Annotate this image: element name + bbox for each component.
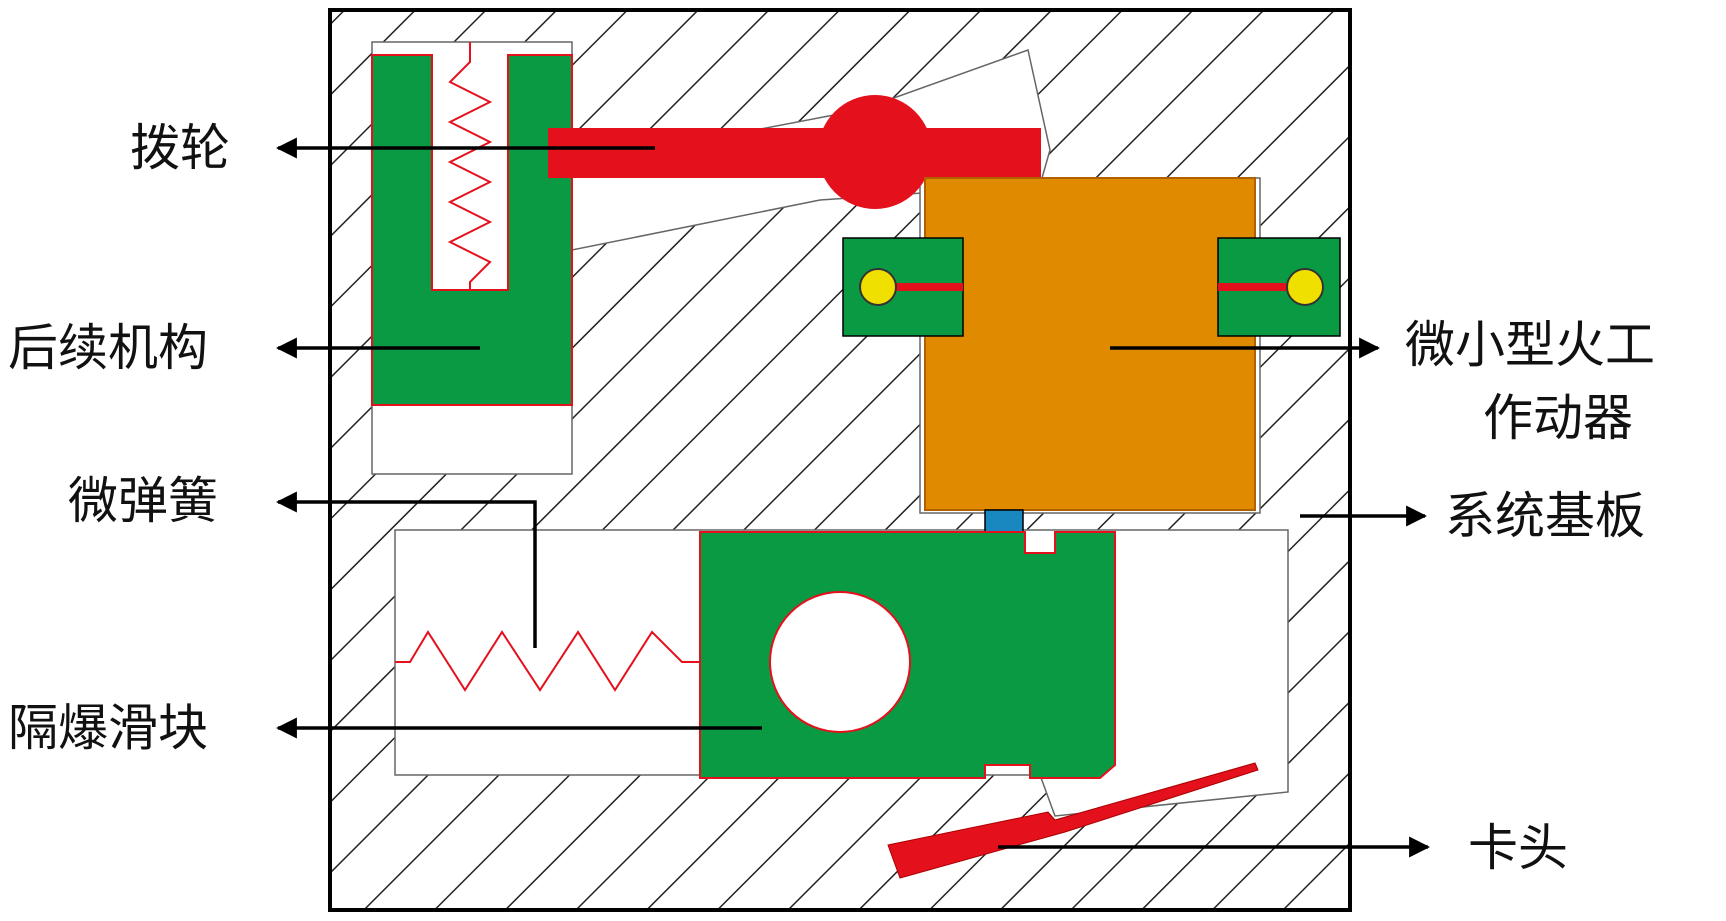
isolation-slider xyxy=(699,531,1116,779)
subsequent-mechanism-body xyxy=(371,54,573,406)
label-dial-wheel: 拨轮 xyxy=(130,119,230,177)
label-base-plate: 系统基板 xyxy=(1445,487,1645,545)
label-actuator-line1: 微小型火工 xyxy=(1405,316,1655,374)
micro-spring xyxy=(395,630,700,692)
inner-spring xyxy=(447,42,493,290)
label-micro-spring: 微弹簧 xyxy=(68,472,218,530)
labels: 拨轮 后续机构 微弹簧 隔爆滑块 微小型火工 作动器 系统基板 卡头 xyxy=(8,119,1655,877)
isolation-slider-hole xyxy=(769,591,911,733)
dial-wheel-hub xyxy=(818,95,932,209)
label-isolation-slider: 隔爆滑块 xyxy=(8,699,208,757)
label-catch-head: 卡头 xyxy=(1468,819,1568,877)
label-subsequent-mechanism: 后续机构 xyxy=(8,319,208,377)
subsequent-mechanism xyxy=(371,42,573,406)
actuator-pin-left xyxy=(859,268,897,306)
actuator-pin-right xyxy=(1286,268,1324,306)
dial-wheel xyxy=(548,95,1041,209)
micro-pyrotechnic-actuator xyxy=(842,177,1341,553)
catch-head xyxy=(887,762,1259,879)
label-actuator-line2: 作动器 xyxy=(1483,389,1633,447)
leader-lines xyxy=(275,137,1431,858)
actuator-body xyxy=(924,177,1256,511)
dial-wheel-arm xyxy=(548,128,1041,178)
